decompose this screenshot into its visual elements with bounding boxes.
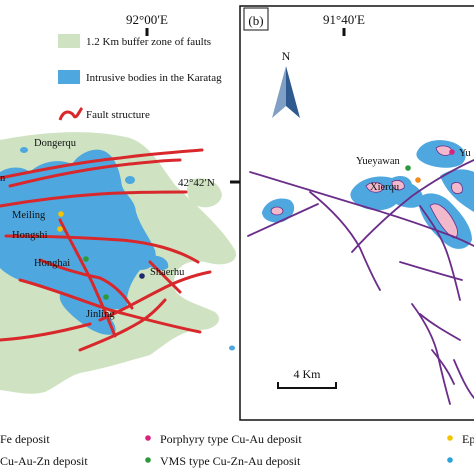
panel-label-box [243,7,269,31]
scale-bar-label: 4 Km [294,367,322,381]
deposit-meiling [58,211,64,217]
place-edge-fragment-right: Yu [459,148,471,159]
legend-vms-label: VMS type Cu-Zn-Au deposit [160,454,301,468]
legend-epithermal-dot [447,435,453,441]
right-map: (b) 91°40′E N [239,5,474,421]
deposit-shaerhu [139,273,145,279]
legend-porphyry-dot [145,435,151,441]
legend-fe-label: Fe deposit [0,432,50,446]
deposit-hongshi [57,226,63,232]
north-label: N [282,49,291,63]
place-meiling: Meiling [12,210,46,221]
fault-structures [0,148,212,352]
legend-intrusive-swatch [58,70,80,84]
right-faults [247,159,474,405]
legend-porphyry-label: Porphyry type Cu-Au deposit [160,432,302,446]
deposit-honghai [83,256,89,262]
deposit-yu [449,149,455,155]
left-lon-label: 92°00′E [126,12,168,27]
place-edge-fragment: n [0,173,6,184]
north-arrow [272,66,300,118]
panel-label: (b) [248,13,263,28]
legend-other-dot [447,457,453,463]
right-lon-label: 91°40′E [323,12,365,27]
left-map: 92°00′E [0,12,236,394]
right-pink-bodies [270,145,463,239]
place-hongshi: Hongshi [12,230,48,241]
place-honghai: Honghai [34,258,70,269]
intrusive-bodies [0,147,235,351]
legend-cuauzn-label: Cu-Au-Zn deposit [0,454,88,468]
bottom-legend: Fe deposit Porphyry type Cu-Au deposit E… [0,432,474,468]
lat-label: 42°42′N [178,177,215,189]
deposit-xierqu [415,177,421,183]
deposit-yueyawan [405,165,411,171]
place-shaerhu: Shaerhu [150,267,185,278]
legend-fault-swatch [58,106,84,121]
legend-vms-dot [145,457,151,463]
legend-fault-label: Fault structure [86,109,150,121]
legend-buffer-label: 1.2 Km buffer zone of faults [86,36,211,48]
legend-buffer-swatch [58,34,80,48]
deposit-jinling [103,294,109,300]
right-frame [239,5,474,421]
legend-intrusive-label: Intrusive bodies in the Karatag [86,72,222,84]
place-xierqu: Xierqu [370,182,400,193]
place-dongerqu: Dongerqu [34,138,77,149]
scale-bar [277,382,337,389]
place-yueyawan: Yueyawan [356,156,400,167]
legend-epithermal-label: Ep [462,432,474,446]
place-jinling: Jinling [86,309,115,320]
left-legend: 1.2 Km buffer zone of faults Intrusive b… [58,34,222,121]
